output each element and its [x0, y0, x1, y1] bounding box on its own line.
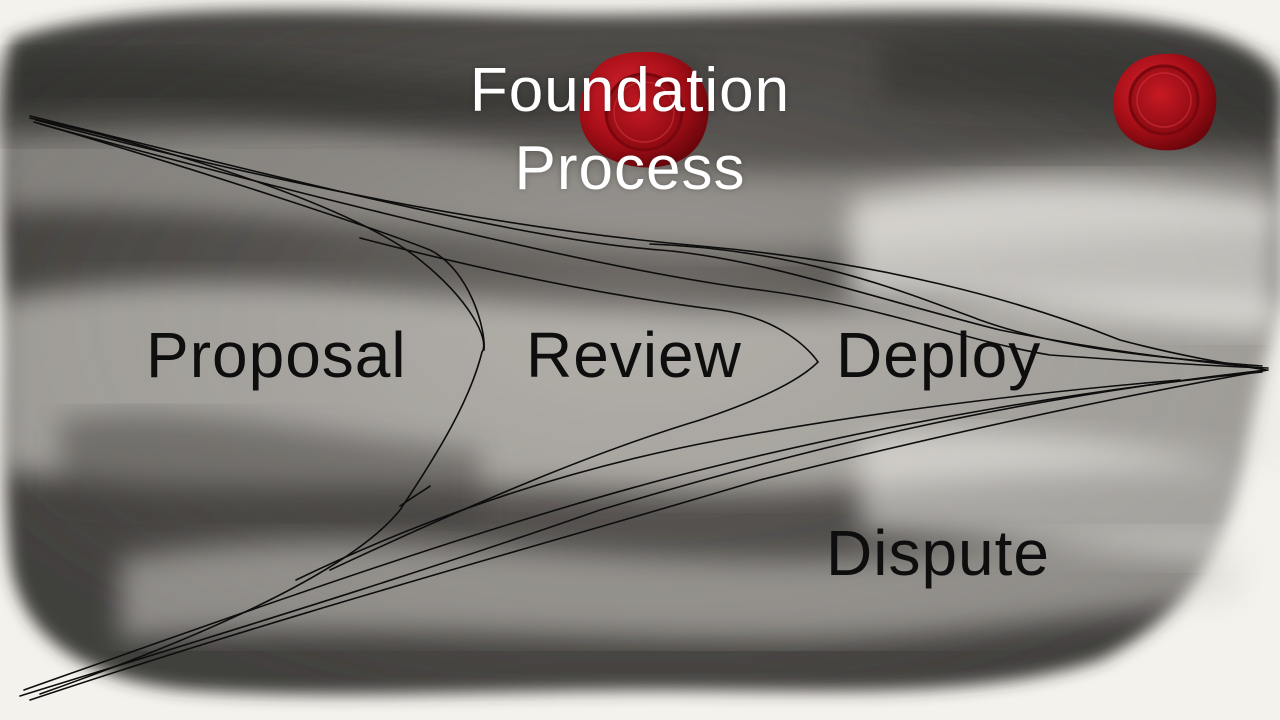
- stage-label-deploy: Deploy: [836, 319, 1042, 391]
- ink-stroke-lines: [19, 115, 1269, 701]
- wax-seal-icon: [1113, 53, 1217, 151]
- page-title: Foundation Process: [380, 52, 880, 208]
- title-line-1: Foundation: [469, 56, 791, 125]
- stage-label-review: Review: [526, 319, 742, 391]
- wax-seal-icon: [579, 51, 709, 168]
- stage-label-dispute: Dispute: [826, 517, 1050, 589]
- stage-label-proposal: Proposal: [146, 319, 407, 391]
- title-line-2: Process: [514, 134, 746, 203]
